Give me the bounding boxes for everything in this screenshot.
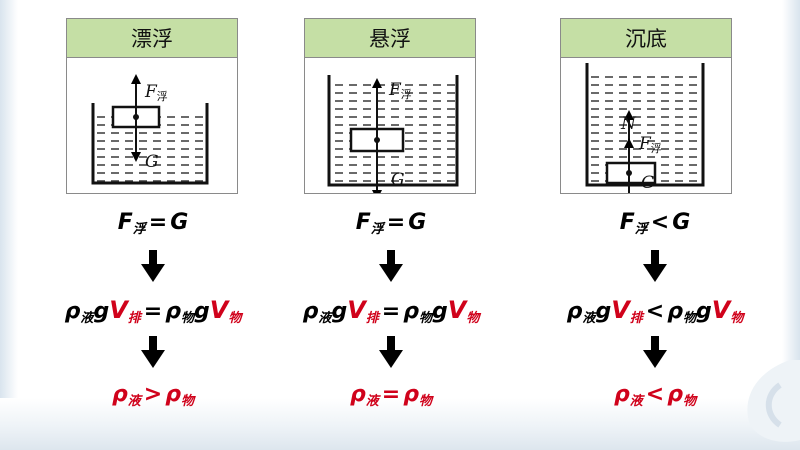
- label-normal: N: [620, 114, 637, 134]
- label-buoyancy-2: F浮: [388, 80, 412, 101]
- diagram-sunk: N F浮: [561, 57, 731, 193]
- relation-force-floating: F浮=G: [117, 210, 189, 237]
- relation-force-sunk: F浮<G: [619, 210, 691, 237]
- label-buoyancy-3: F浮: [638, 134, 662, 155]
- down-arrow-icon: [141, 336, 165, 368]
- background-left-fade: [0, 0, 18, 450]
- beaker-suspended-svg: F浮 G: [327, 75, 459, 193]
- background-right-fade: [782, 0, 800, 450]
- beaker-floating-svg: F浮 G: [91, 74, 209, 185]
- diagram-suspended: F浮 G: [305, 57, 475, 193]
- panel-title-sunk: 沉底: [561, 19, 731, 58]
- panel-floating: 漂浮 F浮 G: [66, 18, 238, 194]
- panel-title-floating: 漂浮: [67, 19, 237, 58]
- down-arrow-icon: [379, 336, 403, 368]
- relation-density-floating: ρ液>ρ物: [112, 382, 194, 409]
- label-gravity-3: G: [641, 173, 655, 193]
- panel-sunk: 沉底 N F浮 G: [560, 18, 732, 194]
- diagram-floating: F浮 G: [67, 57, 237, 193]
- corner-decoration: [747, 360, 800, 442]
- relation-density-volume-floating: ρ液gV排=ρ物gV物: [64, 296, 242, 326]
- label-gravity-2: G: [391, 170, 405, 190]
- down-arrow-icon: [643, 250, 667, 282]
- beaker-sunk-svg: N F浮: [585, 63, 705, 193]
- background-bottom-strip: [0, 398, 800, 450]
- label-gravity: G: [145, 152, 159, 172]
- panel-suspended: 悬浮 F浮 G: [304, 18, 476, 194]
- relation-density-suspended: ρ液=ρ物: [350, 382, 432, 409]
- relation-density-sunk: ρ液<ρ物: [614, 382, 696, 409]
- label-buoyancy: F浮: [144, 82, 168, 103]
- relation-force-suspended: F浮=G: [355, 210, 427, 237]
- relation-density-volume-suspended: ρ液gV排=ρ物gV物: [302, 296, 480, 326]
- down-arrow-icon: [141, 250, 165, 282]
- relation-density-volume-sunk: ρ液gV排<ρ物gV物: [566, 296, 744, 326]
- panel-title-suspended: 悬浮: [305, 19, 475, 58]
- down-arrow-icon: [379, 250, 403, 282]
- down-arrow-icon: [643, 336, 667, 368]
